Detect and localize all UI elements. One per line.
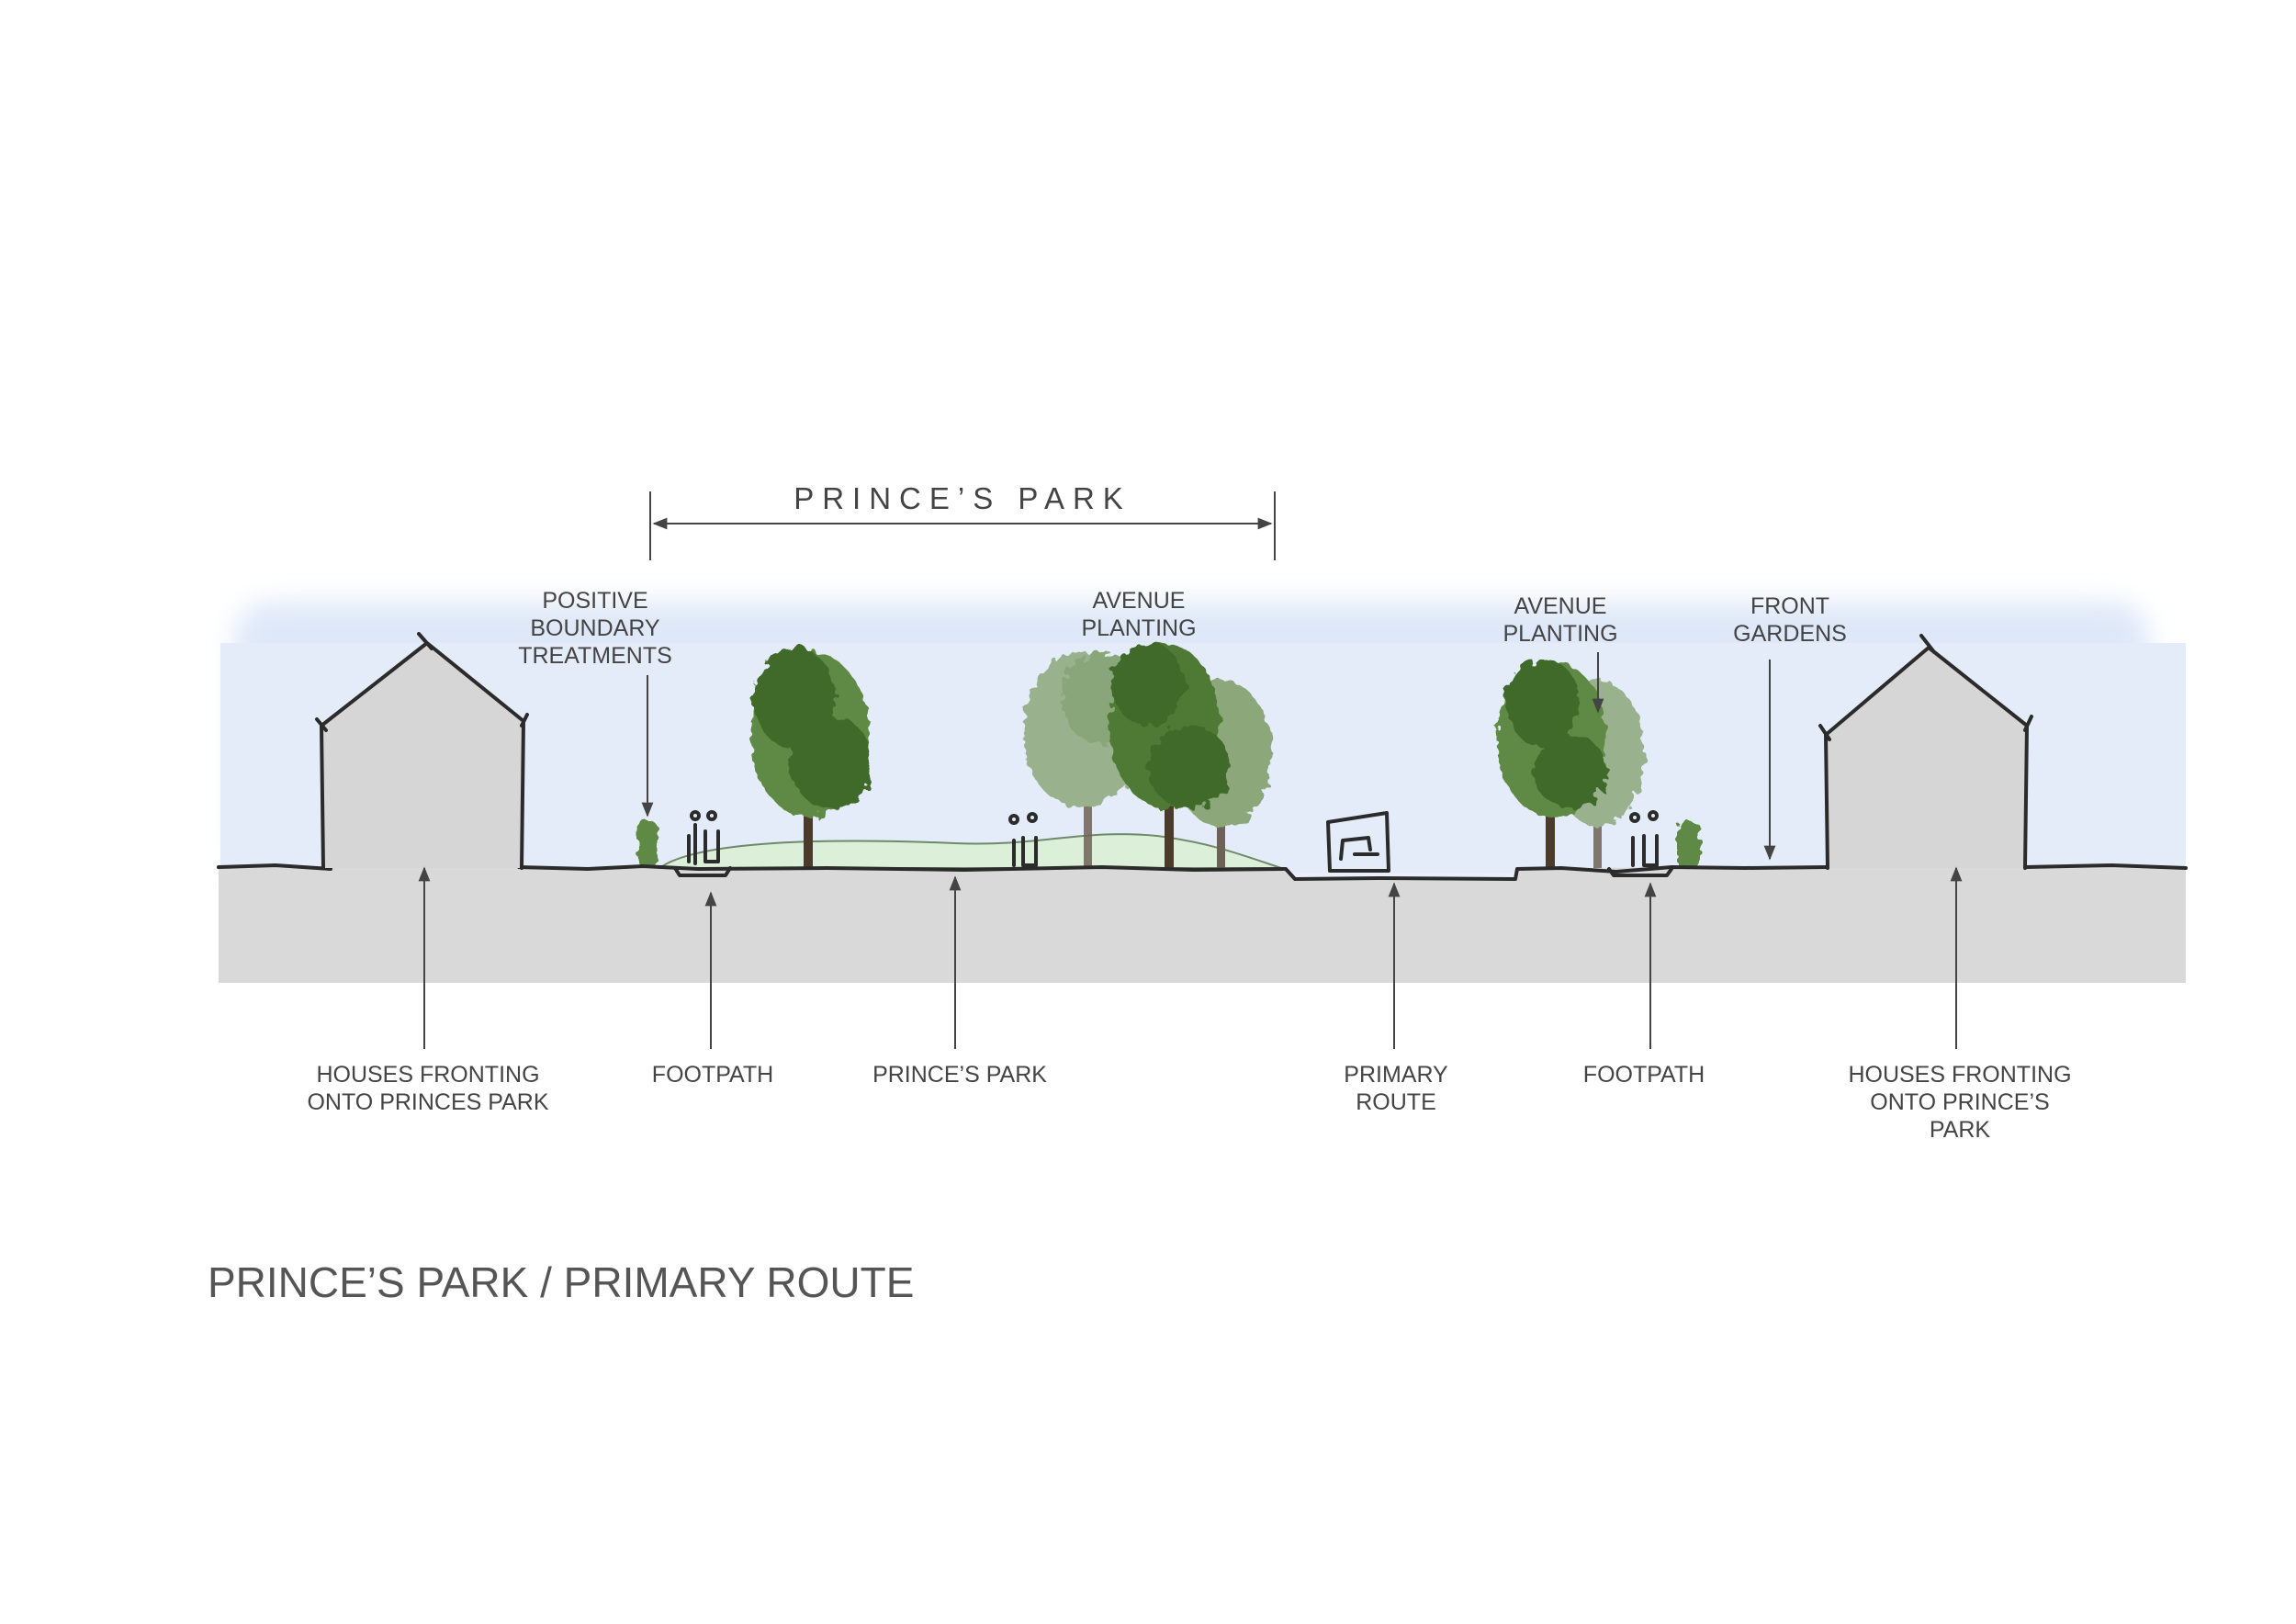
label-line: ONTO PRINCE’S	[1870, 1089, 2049, 1115]
tree-right-front	[1497, 659, 1607, 873]
label-footpath-right: FOOTPATH	[1583, 882, 1705, 1088]
label-line: FOOTPATH	[652, 1062, 773, 1088]
hedge-left	[636, 822, 658, 868]
label-front-gardens: FRONT GARDENS	[1733, 593, 1847, 861]
ground-line	[217, 863, 2188, 881]
tree-left	[750, 648, 872, 873]
park-span-label: PRINCE’S PARK	[793, 481, 1131, 515]
people-right-icon	[1629, 810, 1659, 867]
label-line: ROUTE	[1356, 1089, 1436, 1115]
label-line: POSITIVE	[542, 588, 647, 614]
label-line: FRONT	[1750, 593, 1829, 619]
house-left	[323, 643, 522, 868]
label-line: HOUSES FRONTING	[1848, 1062, 2071, 1088]
label-princes-park: PRINCE’S PARK	[872, 875, 1047, 1088]
label-houses-right: HOUSES FRONTING ONTO PRINCE’S PARK	[1848, 866, 2072, 1143]
house-right-outline	[1818, 634, 2033, 870]
people-left-icon	[687, 810, 720, 865]
label-line: HOUSES FRONTING	[316, 1062, 539, 1088]
label-line: PLANTING	[1081, 615, 1196, 641]
label-line: AVENUE	[1514, 593, 1607, 619]
label-line: PLANTING	[1503, 621, 1617, 647]
label-line: FOOTPATH	[1583, 1062, 1705, 1088]
label-avenue-planting-left: AVENUE PLANTING	[1081, 588, 1196, 641]
tree-avenue-front	[1109, 643, 1272, 873]
label-line: PRINCE’S PARK	[872, 1062, 1047, 1088]
ground-section	[219, 865, 2186, 983]
label-line: TREATMENTS	[518, 643, 672, 669]
footpath-right-dip	[1607, 867, 1673, 877]
house-right	[1828, 648, 2025, 868]
page-title: PRINCE’S PARK / PRIMARY ROUTE	[208, 1258, 914, 1306]
label-line: ONTO PRINCES PARK	[307, 1089, 548, 1115]
label-line: AVENUE	[1093, 588, 1186, 614]
label-line: PRIMARY	[1344, 1062, 1448, 1088]
label-primary-route: PRIMARY ROUTE	[1344, 882, 1448, 1115]
house-left-outline	[315, 632, 529, 870]
label-line: PARK	[1930, 1117, 1991, 1143]
footpath-left-dip	[673, 866, 732, 877]
car-icon	[1326, 811, 1390, 873]
hedge-right	[1677, 822, 1701, 870]
park-span-dimension: PRINCE’S PARK	[649, 481, 1276, 560]
label-boundary-treatments: POSITIVE BOUNDARY TREATMENTS	[518, 588, 672, 818]
label-avenue-planting-right: AVENUE PLANTING	[1503, 593, 1618, 714]
label-line: BOUNDARY	[530, 615, 660, 641]
label-line: GARDENS	[1733, 621, 1847, 647]
label-houses-left: HOUSES FRONTING ONTO PRINCES PARK	[307, 866, 549, 1115]
label-footpath-left: FOOTPATH	[652, 891, 773, 1088]
people-park-icon	[1008, 812, 1038, 867]
